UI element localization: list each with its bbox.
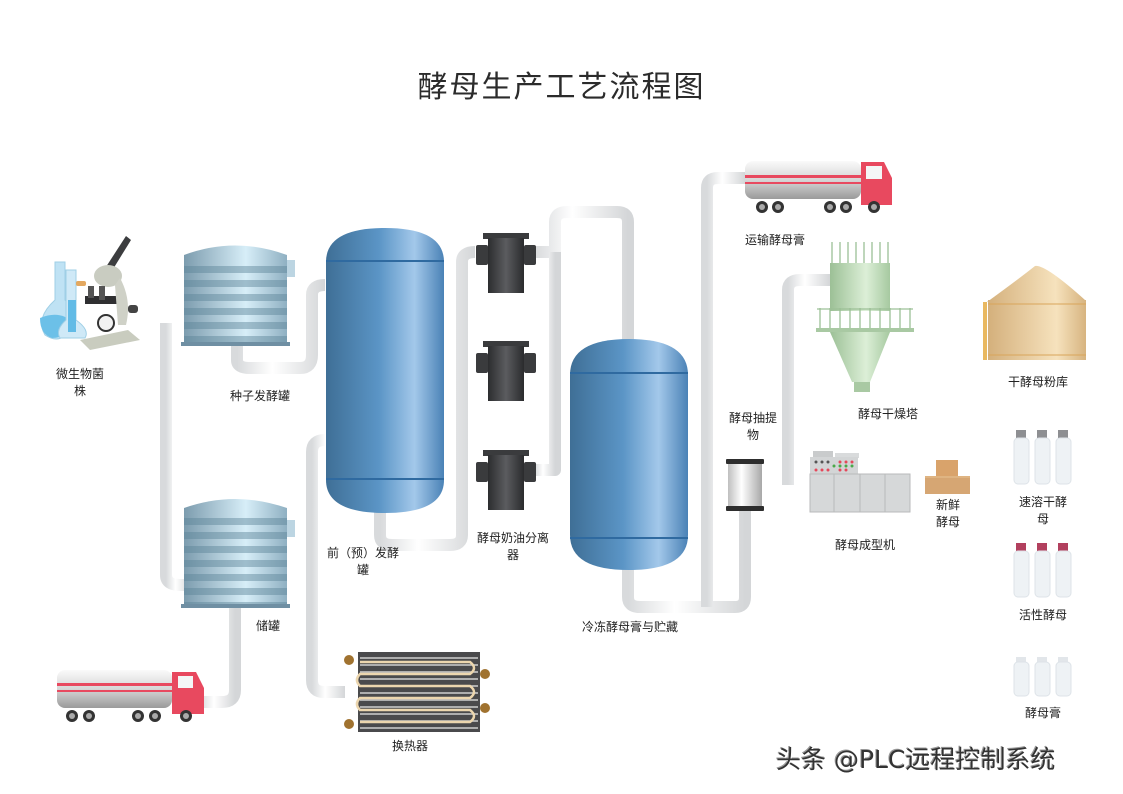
label-forming-machine: 酵母成型机 (834, 538, 895, 552)
label-transport-cream: 运输酵母膏 (744, 233, 805, 247)
label-cold-storage: 冷冻酵母膏与贮藏 (581, 620, 678, 634)
active-yeast-bottles (1013, 543, 1072, 598)
cream-separators (476, 233, 536, 510)
yeast-cream-bottles (1013, 657, 1072, 697)
label-yeast-extract: 酵母抽提 物 (718, 410, 788, 444)
label-separator: 酵母奶油分离 器 (468, 530, 558, 564)
label-line: 酵母奶油分离 (476, 531, 549, 545)
seed-fermentation-tank (181, 245, 295, 346)
separator-2 (476, 341, 536, 401)
cold-storage-tank (570, 339, 688, 570)
label-line: 速溶干酵 (1018, 495, 1067, 509)
pipe-fermenter-to-separators (374, 246, 476, 551)
label-line: 罐 (356, 563, 369, 577)
label-line: 物 (746, 428, 759, 442)
watermark: 头条 @PLC远程控制系统 (776, 745, 1056, 774)
pipe-separator-right-bottom (535, 252, 561, 476)
separator-1 (476, 233, 536, 293)
label-instant-dry-yeast: 速溶干酵 母 (1008, 494, 1078, 528)
pipe-strain-down-to-storage (160, 323, 190, 591)
pipe-fermenter-to-heat-exchanger (306, 434, 345, 698)
label-line: 酵母抽提 (728, 411, 777, 425)
label-seed-tank: 种子发酵罐 (229, 389, 290, 403)
forming-machine (809, 451, 911, 513)
pipe-seed-to-fermenter (231, 279, 326, 374)
label-pre-fermenter: 前（预）发酵 罐 (318, 545, 408, 579)
label-yeast-cream: 酵母膏 (1024, 706, 1061, 720)
label-fresh-yeast: 新鲜 酵母 (928, 497, 968, 531)
label-line: 母 (1036, 512, 1049, 526)
label-storage-tank: 储罐 (255, 619, 280, 633)
label-line: 微生物菌 (55, 367, 104, 381)
label-line: 酵母 (935, 515, 960, 529)
tanker-truck-bottom (57, 670, 204, 722)
tanker-truck-top (745, 161, 892, 213)
pipe-separators-to-cold-tank (535, 206, 634, 340)
heat-exchanger (344, 652, 490, 732)
diagram-title: 酵母生产工艺流程图 (417, 70, 706, 105)
microbe-strain-icon (40, 236, 140, 350)
pipe-cold-tank-outlet (622, 510, 751, 613)
label-dryer: 酵母干燥塔 (857, 407, 918, 421)
label-line: 前（预）发酵 (326, 546, 399, 560)
pipe-storage-to-truck (200, 605, 241, 708)
instant-dry-yeast-bottles (1013, 430, 1072, 485)
label-line: 新鲜 (935, 498, 960, 512)
pipe-to-transport-truck (701, 172, 745, 607)
pipe-to-dryer (782, 274, 830, 485)
label-line: 株 (73, 384, 86, 398)
label-microbe-strain: 微生物菌 株 (50, 366, 110, 400)
pre-fermenter-tank (326, 228, 444, 513)
label-active-yeast: 活性酵母 (1018, 608, 1067, 622)
storage-tank (181, 499, 295, 608)
label-dry-powder-silo: 干酵母粉库 (1007, 375, 1068, 389)
separator-3 (476, 450, 536, 510)
dry-powder-silo (983, 265, 1086, 360)
fresh-yeast-boxes (925, 460, 970, 494)
label-line: 器 (506, 548, 519, 562)
pipe-network (135, 172, 990, 708)
label-heat-exchanger: 换热器 (391, 739, 428, 753)
yeast-extract-cylinder (726, 459, 764, 511)
drying-tower (816, 242, 914, 392)
